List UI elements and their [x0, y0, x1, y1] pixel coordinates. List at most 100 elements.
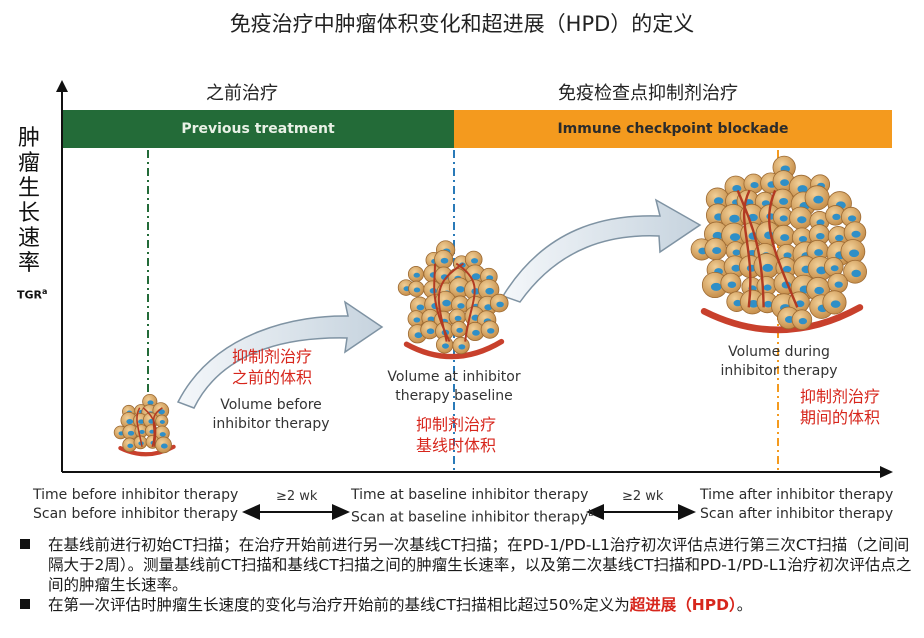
cell-nucleus	[442, 299, 451, 307]
cell-nucleus	[780, 234, 790, 242]
cell-nucleus	[814, 286, 825, 295]
interval-label-2: ≥2 wk	[622, 489, 664, 504]
cell-nucleus	[798, 235, 808, 243]
y-axis-label: 肿瘤生长速率	[17, 126, 40, 276]
cell-nucleus	[832, 213, 841, 221]
blood-vessel	[403, 338, 505, 360]
time-after-label: Time after inhibitor therapy Scan after …	[700, 486, 893, 524]
baseline-volume-en: Volume at inhibitor therapy baseline	[372, 368, 536, 406]
cell-nucleus	[472, 329, 480, 336]
cell-nucleus	[834, 281, 843, 288]
baseline-volume-en-line2: therapy baseline	[395, 388, 513, 404]
cell-nucleus	[798, 317, 808, 325]
time-after-line1: Time after inhibitor therapy	[700, 487, 894, 503]
cell-nucleus	[713, 197, 724, 205]
cell-nucleus	[456, 286, 465, 293]
internal-vessel	[455, 262, 476, 342]
cell-nucleus	[830, 300, 841, 308]
cell-nucleus	[783, 252, 792, 259]
cell-nucleus	[413, 272, 420, 278]
cell-nucleus	[426, 328, 435, 335]
cell-nucleus	[127, 443, 134, 449]
cell-nucleus	[456, 327, 463, 333]
cell-nucleus	[487, 328, 495, 334]
before-volume-cn-line1: 抑制剂治疗	[231, 347, 312, 366]
notes-list: 在基线前进行初始CT扫描；在治疗开始前进行另一次基线CT扫描；在PD-1/PD-…	[14, 535, 919, 615]
baseline-volume-cn: 抑制剂治疗 基线时体积	[398, 414, 514, 456]
cell-nucleus	[149, 429, 155, 434]
cell-nucleus	[830, 265, 839, 272]
cell-nucleus	[413, 287, 421, 293]
cell-nucleus	[795, 300, 805, 308]
internal-vessel	[742, 189, 752, 308]
cell-nucleus	[729, 214, 740, 223]
time-before-line2: Scan before inhibitor therapy	[33, 506, 239, 522]
cell-nucleus	[429, 288, 437, 294]
cell-nucleus	[782, 265, 792, 273]
tumor-before-illustration	[113, 394, 176, 457]
cell-nucleus	[748, 300, 759, 308]
cell-nucleus	[835, 234, 844, 242]
cell-nucleus	[848, 215, 857, 222]
before-volume-en-line2: inhibitor therapy	[212, 416, 330, 432]
page-title: 免疫治疗中肿瘤体积变化和超进展（HPD）的定义	[229, 12, 695, 36]
cell-nucleus	[733, 299, 742, 307]
cell-nucleus	[727, 281, 737, 288]
cell-nucleus	[851, 230, 861, 238]
cell-nucleus	[779, 197, 789, 205]
note-item: 在基线前进行初始CT扫描；在治疗开始前进行另一次基线CT扫描；在PD-1/PD-…	[14, 535, 919, 595]
cell-nucleus	[138, 419, 145, 424]
during-volume-cn: 抑制剂治疗 期间的体积	[782, 386, 898, 428]
cell-nucleus	[849, 249, 860, 258]
tgr-abbrev: TGR	[17, 288, 43, 302]
time-baseline-superscript: b	[588, 509, 594, 519]
time-before-label: Time before inhibitor therapy Scan befor…	[33, 486, 238, 524]
cell-nucleus	[851, 269, 862, 278]
cell-nucleus	[160, 443, 168, 449]
tgr-superscript: a	[42, 287, 48, 296]
note-text-end: 。	[736, 596, 753, 614]
tumor-baseline-illustration	[397, 240, 509, 360]
cell-nucleus	[797, 216, 807, 224]
time-baseline-label: Time at baseline inhibitor therapy Scan …	[351, 486, 594, 528]
time-before-line1: Time before inhibitor therapy	[33, 487, 239, 503]
during-volume-en-line2: inhibitor therapy	[720, 363, 838, 379]
cell-nucleus	[158, 409, 165, 415]
cell-nucleus	[712, 247, 722, 255]
blood-vessel	[700, 304, 864, 334]
before-volume-en-line1: Volume before	[220, 397, 322, 413]
cell-nucleus	[732, 185, 742, 192]
time-baseline-line1: Time at baseline inhibitor therapy	[351, 487, 589, 503]
cell-nucleus	[458, 344, 466, 350]
time-baseline-line2: Scan at baseline inhibitor therapy	[351, 509, 589, 526]
during-volume-en: Volume during inhibitor therapy	[704, 343, 854, 381]
cell-nucleus	[816, 232, 825, 240]
cell-nucleus	[797, 185, 808, 193]
immune-phase-cn-label: 免疫检查点抑制剂治疗	[558, 83, 738, 104]
during-volume-cn-line2: 期间的体积	[799, 408, 880, 427]
previous-treatment-bar: Previous treatment	[62, 110, 454, 148]
during-volume-en-line1: Volume during	[728, 344, 830, 360]
cell-nucleus	[471, 273, 481, 280]
cell-nucleus	[147, 400, 154, 405]
internal-vessel	[768, 189, 799, 308]
internal-vessel	[142, 407, 157, 447]
note-text: 在基线前进行初始CT扫描；在治疗开始前进行另一次基线CT扫描；在PD-1/PD-…	[48, 536, 912, 594]
baseline-volume-en-line1: Volume at inhibitor	[387, 369, 521, 385]
cell-nucleus	[496, 301, 504, 308]
cell-nucleus	[762, 263, 774, 272]
tumor-during-illustration	[690, 155, 867, 334]
cell-nucleus	[440, 257, 449, 264]
cell-nucleus	[471, 258, 479, 264]
cell-nucleus	[442, 343, 449, 349]
before-volume-cn: 抑制剂治疗 之前的体积	[214, 346, 330, 388]
cell-nucleus	[416, 304, 425, 311]
cell-nucleus	[712, 231, 723, 240]
immune-checkpoint-bar: Immune checkpoint blockade	[454, 110, 892, 148]
cell-nucleus	[731, 264, 741, 272]
cell-nucleus	[750, 182, 759, 189]
time-baseline-line2-wrap: Scan at baseline inhibitor therapyb	[351, 505, 594, 528]
hpd-highlight: 超进展（HPD）	[629, 596, 737, 614]
tgr-label: TGRa	[17, 287, 47, 302]
